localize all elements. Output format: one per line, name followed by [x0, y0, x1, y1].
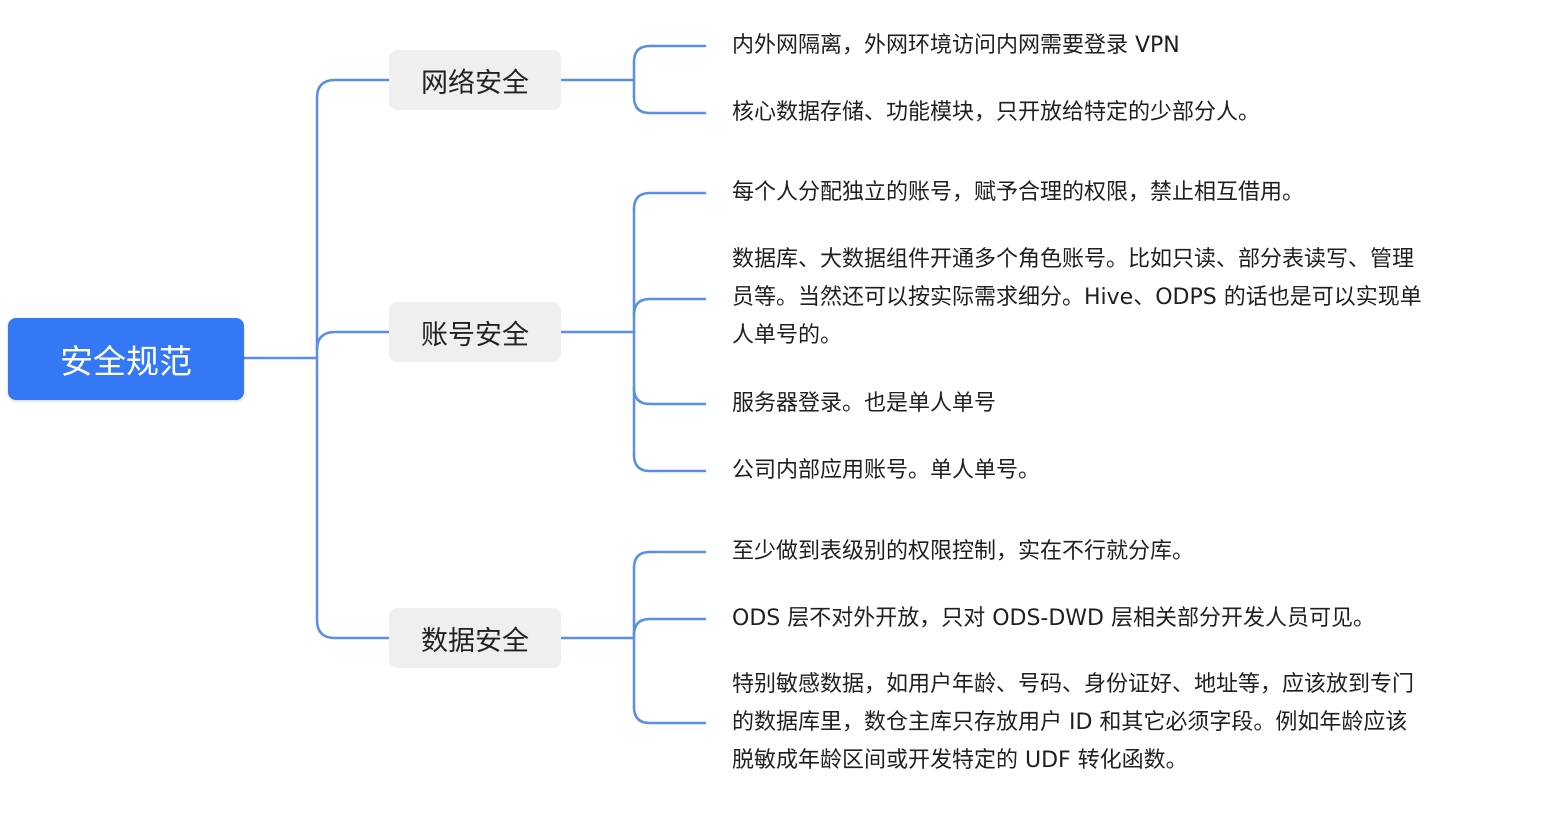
branch-network-security[interactable]: 网络安全	[389, 50, 561, 110]
root-connector-edge	[315, 618, 391, 640]
branch-account-security[interactable]: 账号安全	[389, 302, 561, 362]
leaf-node[interactable]: 每个人分配独立的账号，赋予合理的权限，禁止相互借用。	[732, 174, 1304, 212]
branch-label: 数据安全	[421, 625, 529, 657]
leaf-line: 特别敏感数据，如用户年龄、号码、身份证好、地址等，应该放到专门	[732, 672, 1415, 697]
leaf-node[interactable]: 服务器登录。也是单人单号	[732, 385, 996, 423]
root-connector-edge	[315, 78, 391, 100]
root-label: 安全规范	[60, 342, 192, 381]
branch-label: 账号安全	[421, 319, 529, 351]
account-connector-edge	[632, 297, 707, 317]
leaf-line: 脱敏成年龄区间或开发特定的 UDF 转化函数。	[732, 748, 1188, 773]
leaf-line: 至少做到表级别的权限控制，实在不行就分库。	[732, 539, 1195, 564]
root-connector-edge	[315, 330, 391, 352]
account-connector-edge	[632, 191, 707, 211]
branch-data-security[interactable]: 数据安全	[389, 608, 561, 668]
account-connector-edge	[632, 386, 707, 406]
network-connector-edge	[632, 44, 707, 64]
leaf-node[interactable]: 至少做到表级别的权限控制，实在不行就分库。	[732, 533, 1194, 571]
data-connector-edge	[632, 550, 707, 570]
leaf-line: 服务器登录。也是单人单号	[732, 391, 997, 416]
leaf-line: 核心数据存储、功能模块，只开放给特定的少部分人。	[732, 100, 1261, 125]
account-connector-edge	[632, 453, 707, 473]
leaf-line: 公司内部应用账号。单人单号。	[732, 458, 1041, 483]
leaf-line: 每个人分配独立的账号，赋予合理的权限，禁止相互借用。	[732, 180, 1305, 205]
leaf-line: ODS 层不对外开放，只对 ODS-DWD 层相关部分开发人员可见。	[732, 606, 1375, 631]
leaf-node[interactable]: 公司内部应用账号。单人单号。	[732, 452, 1040, 490]
data-connector-edge	[632, 705, 707, 725]
leaf-node[interactable]: 特别敏感数据，如用户年龄、号码、身份证好、地址等，应该放到专门 的数据库里，数仓…	[732, 666, 1414, 780]
leaf-line: 员等。当然还可以按实际需求细分。Hive、ODPS 的话也是可以实现单	[732, 285, 1422, 310]
leaf-line: 的数据库里，数仓主库只存放用户 ID 和其它必须字段。例如年龄应该	[732, 710, 1408, 735]
leaf-node[interactable]: 内外网隔离，外网环境访问内网需要登录 VPN	[732, 27, 1180, 65]
leaf-line: 数据库、大数据组件开通多个角色账号。比如只读、部分表读写、管理	[732, 247, 1415, 272]
network-connector-edge	[632, 95, 707, 115]
leaf-node[interactable]: ODS 层不对外开放，只对 ODS-DWD 层相关部分开发人员可见。	[732, 600, 1375, 638]
leaf-line: 人单号的。	[732, 323, 843, 348]
root-node[interactable]: 安全规范	[8, 318, 244, 400]
data-connector-edge	[632, 617, 707, 637]
branch-label: 网络安全	[421, 67, 529, 99]
leaf-node[interactable]: 数据库、大数据组件开通多个角色账号。比如只读、部分表读写、管理 员等。当然还可以…	[732, 241, 1422, 355]
leaf-node[interactable]: 核心数据存储、功能模块，只开放给特定的少部分人。	[732, 94, 1260, 132]
leaf-line: 内外网隔离，外网环境访问内网需要登录 VPN	[732, 33, 1180, 58]
